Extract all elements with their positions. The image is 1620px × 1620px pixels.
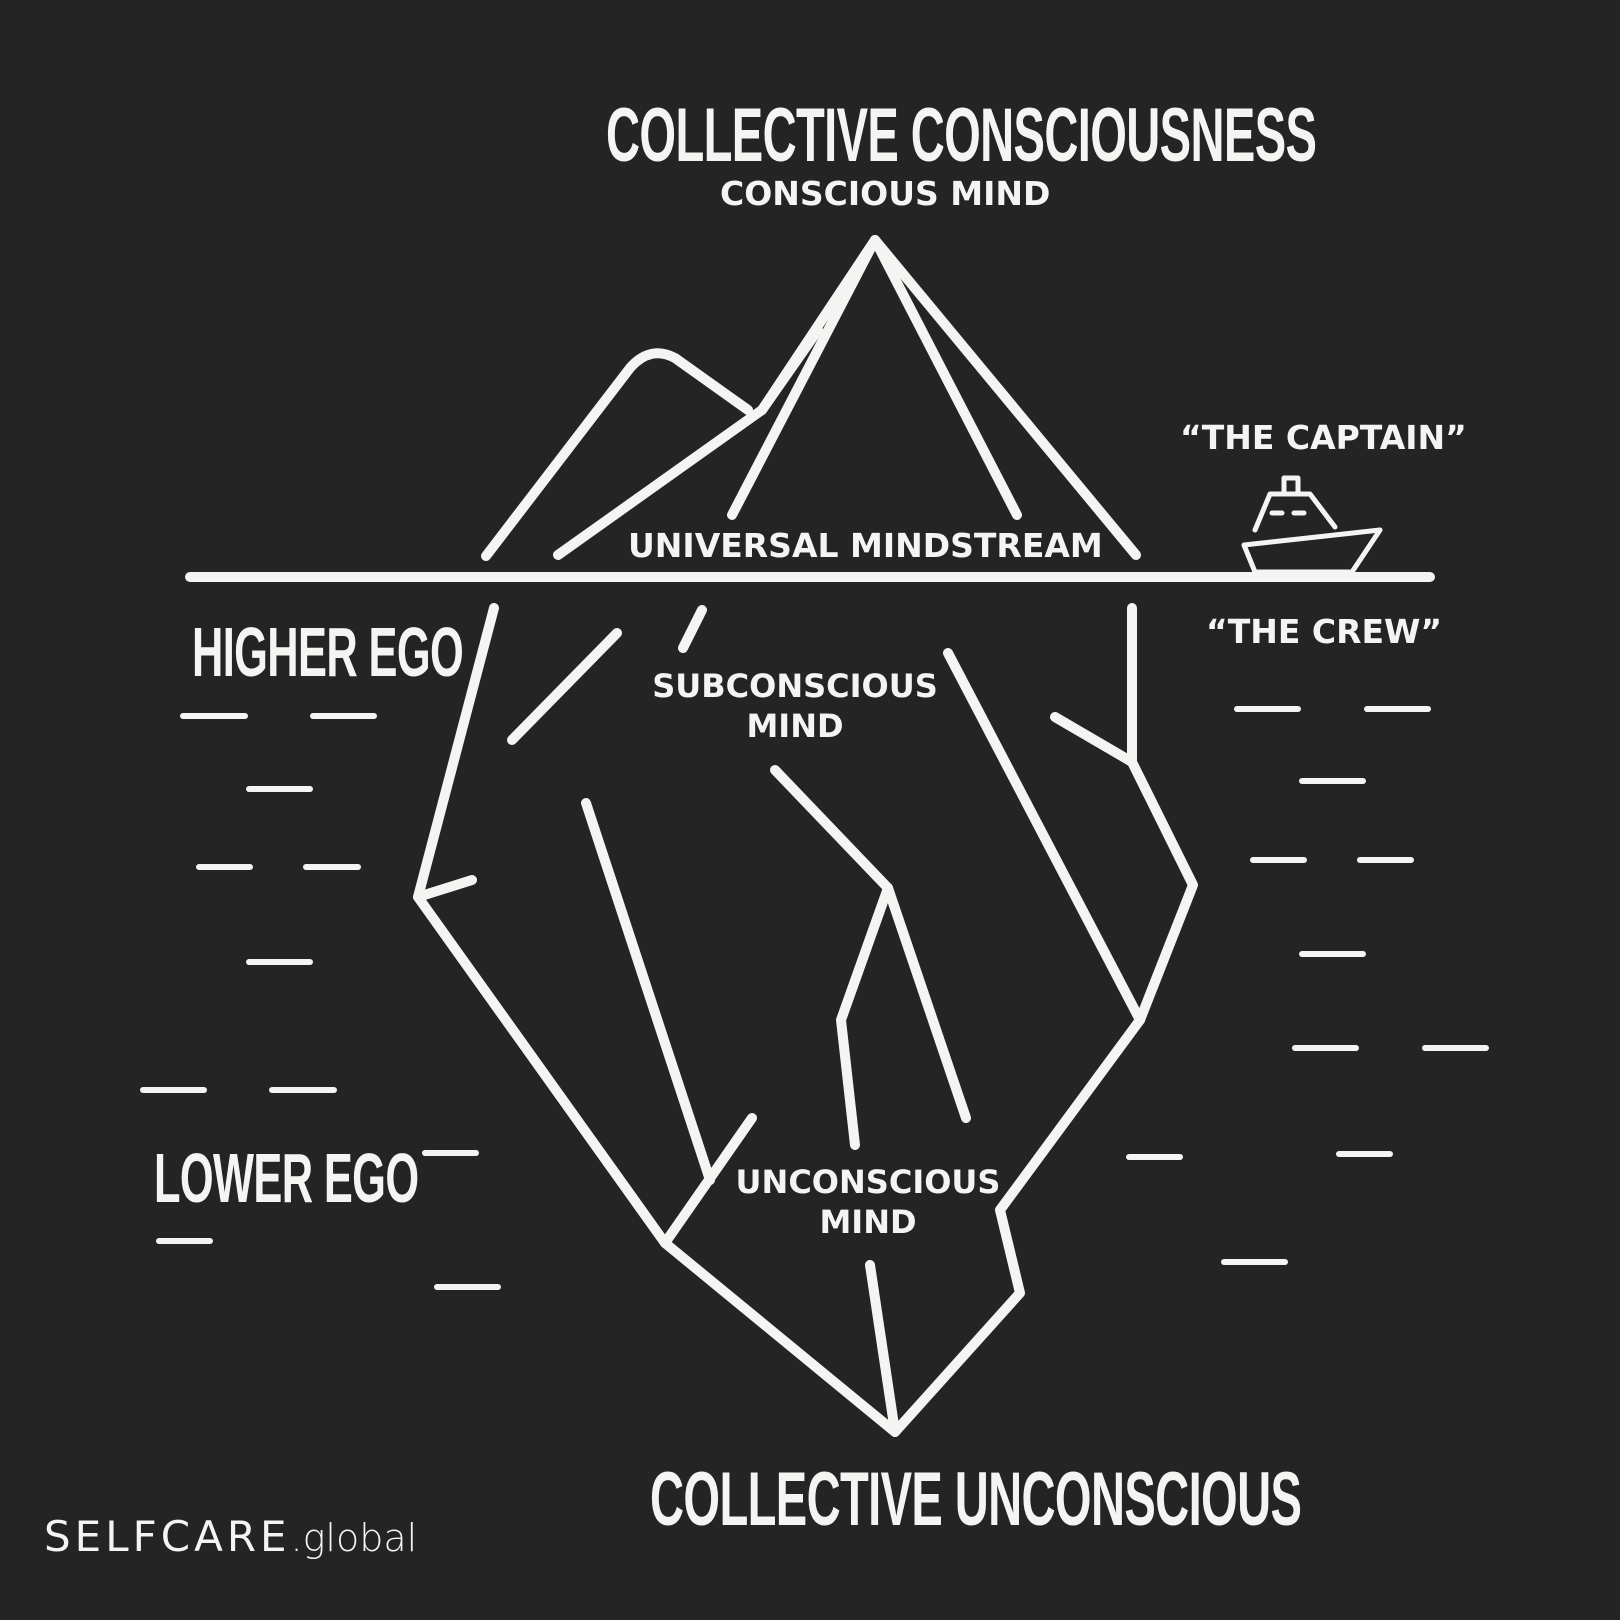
ship-icon <box>1241 475 1383 575</box>
inner-line-j <box>865 1260 900 1437</box>
main-peak-right-side <box>870 235 1141 560</box>
inner-line-b <box>507 628 622 745</box>
subconscious-line-2: MIND <box>746 707 844 745</box>
inner-line-a <box>413 875 477 902</box>
collective-consciousness-title: COLLECTIVE CONSCIOUSNESS <box>606 93 1317 178</box>
brand-sub-text: .global <box>290 1516 418 1560</box>
unconscious-line-2: MIND <box>819 1203 917 1241</box>
lower-ego-label: LOWER EGO <box>154 1139 419 1217</box>
higher-ego-label: HIGHER EGO <box>192 613 464 691</box>
inner-line-f <box>581 798 715 1185</box>
collective-unconscious-title: COLLECTIVE UNCONSCIOUS <box>650 1457 1302 1542</box>
inner-line-g <box>660 1113 757 1248</box>
conscious-mind-label: CONSCIOUS MIND <box>720 174 1051 213</box>
inner-line-c <box>678 605 707 653</box>
main-peak-inner-right <box>870 235 1022 520</box>
left-water-dashes <box>140 713 501 1290</box>
inner-line-d <box>1050 712 1137 767</box>
left-peak-outline <box>481 348 753 561</box>
unconscious-mind-label: UNCONSCIOUS MIND <box>718 1162 1018 1242</box>
subconscious-mind-label: SUBCONSCIOUS MIND <box>640 666 950 746</box>
selfcare-global-logo: SELFCARE.global <box>44 1512 417 1561</box>
main-peak-left-side <box>757 325 823 415</box>
iceberg-outline <box>413 603 1198 1437</box>
unconscious-line-1: UNCONSCIOUS <box>735 1163 1001 1201</box>
brand-main-text: SELFCARE <box>44 1512 291 1561</box>
inner-line-e <box>943 648 1145 1025</box>
subconscious-line-1: SUBCONSCIOUS <box>652 667 938 705</box>
inner-line-i <box>836 883 893 1150</box>
the-captain-label: “THE CAPTAIN” <box>1180 418 1467 457</box>
the-crew-label: “THE CREW” <box>1206 612 1443 651</box>
main-peak-inner-left <box>727 235 880 520</box>
universal-mindstream-label: UNIVERSAL MINDSTREAM <box>628 526 1103 565</box>
right-water-dashes <box>1126 706 1489 1265</box>
